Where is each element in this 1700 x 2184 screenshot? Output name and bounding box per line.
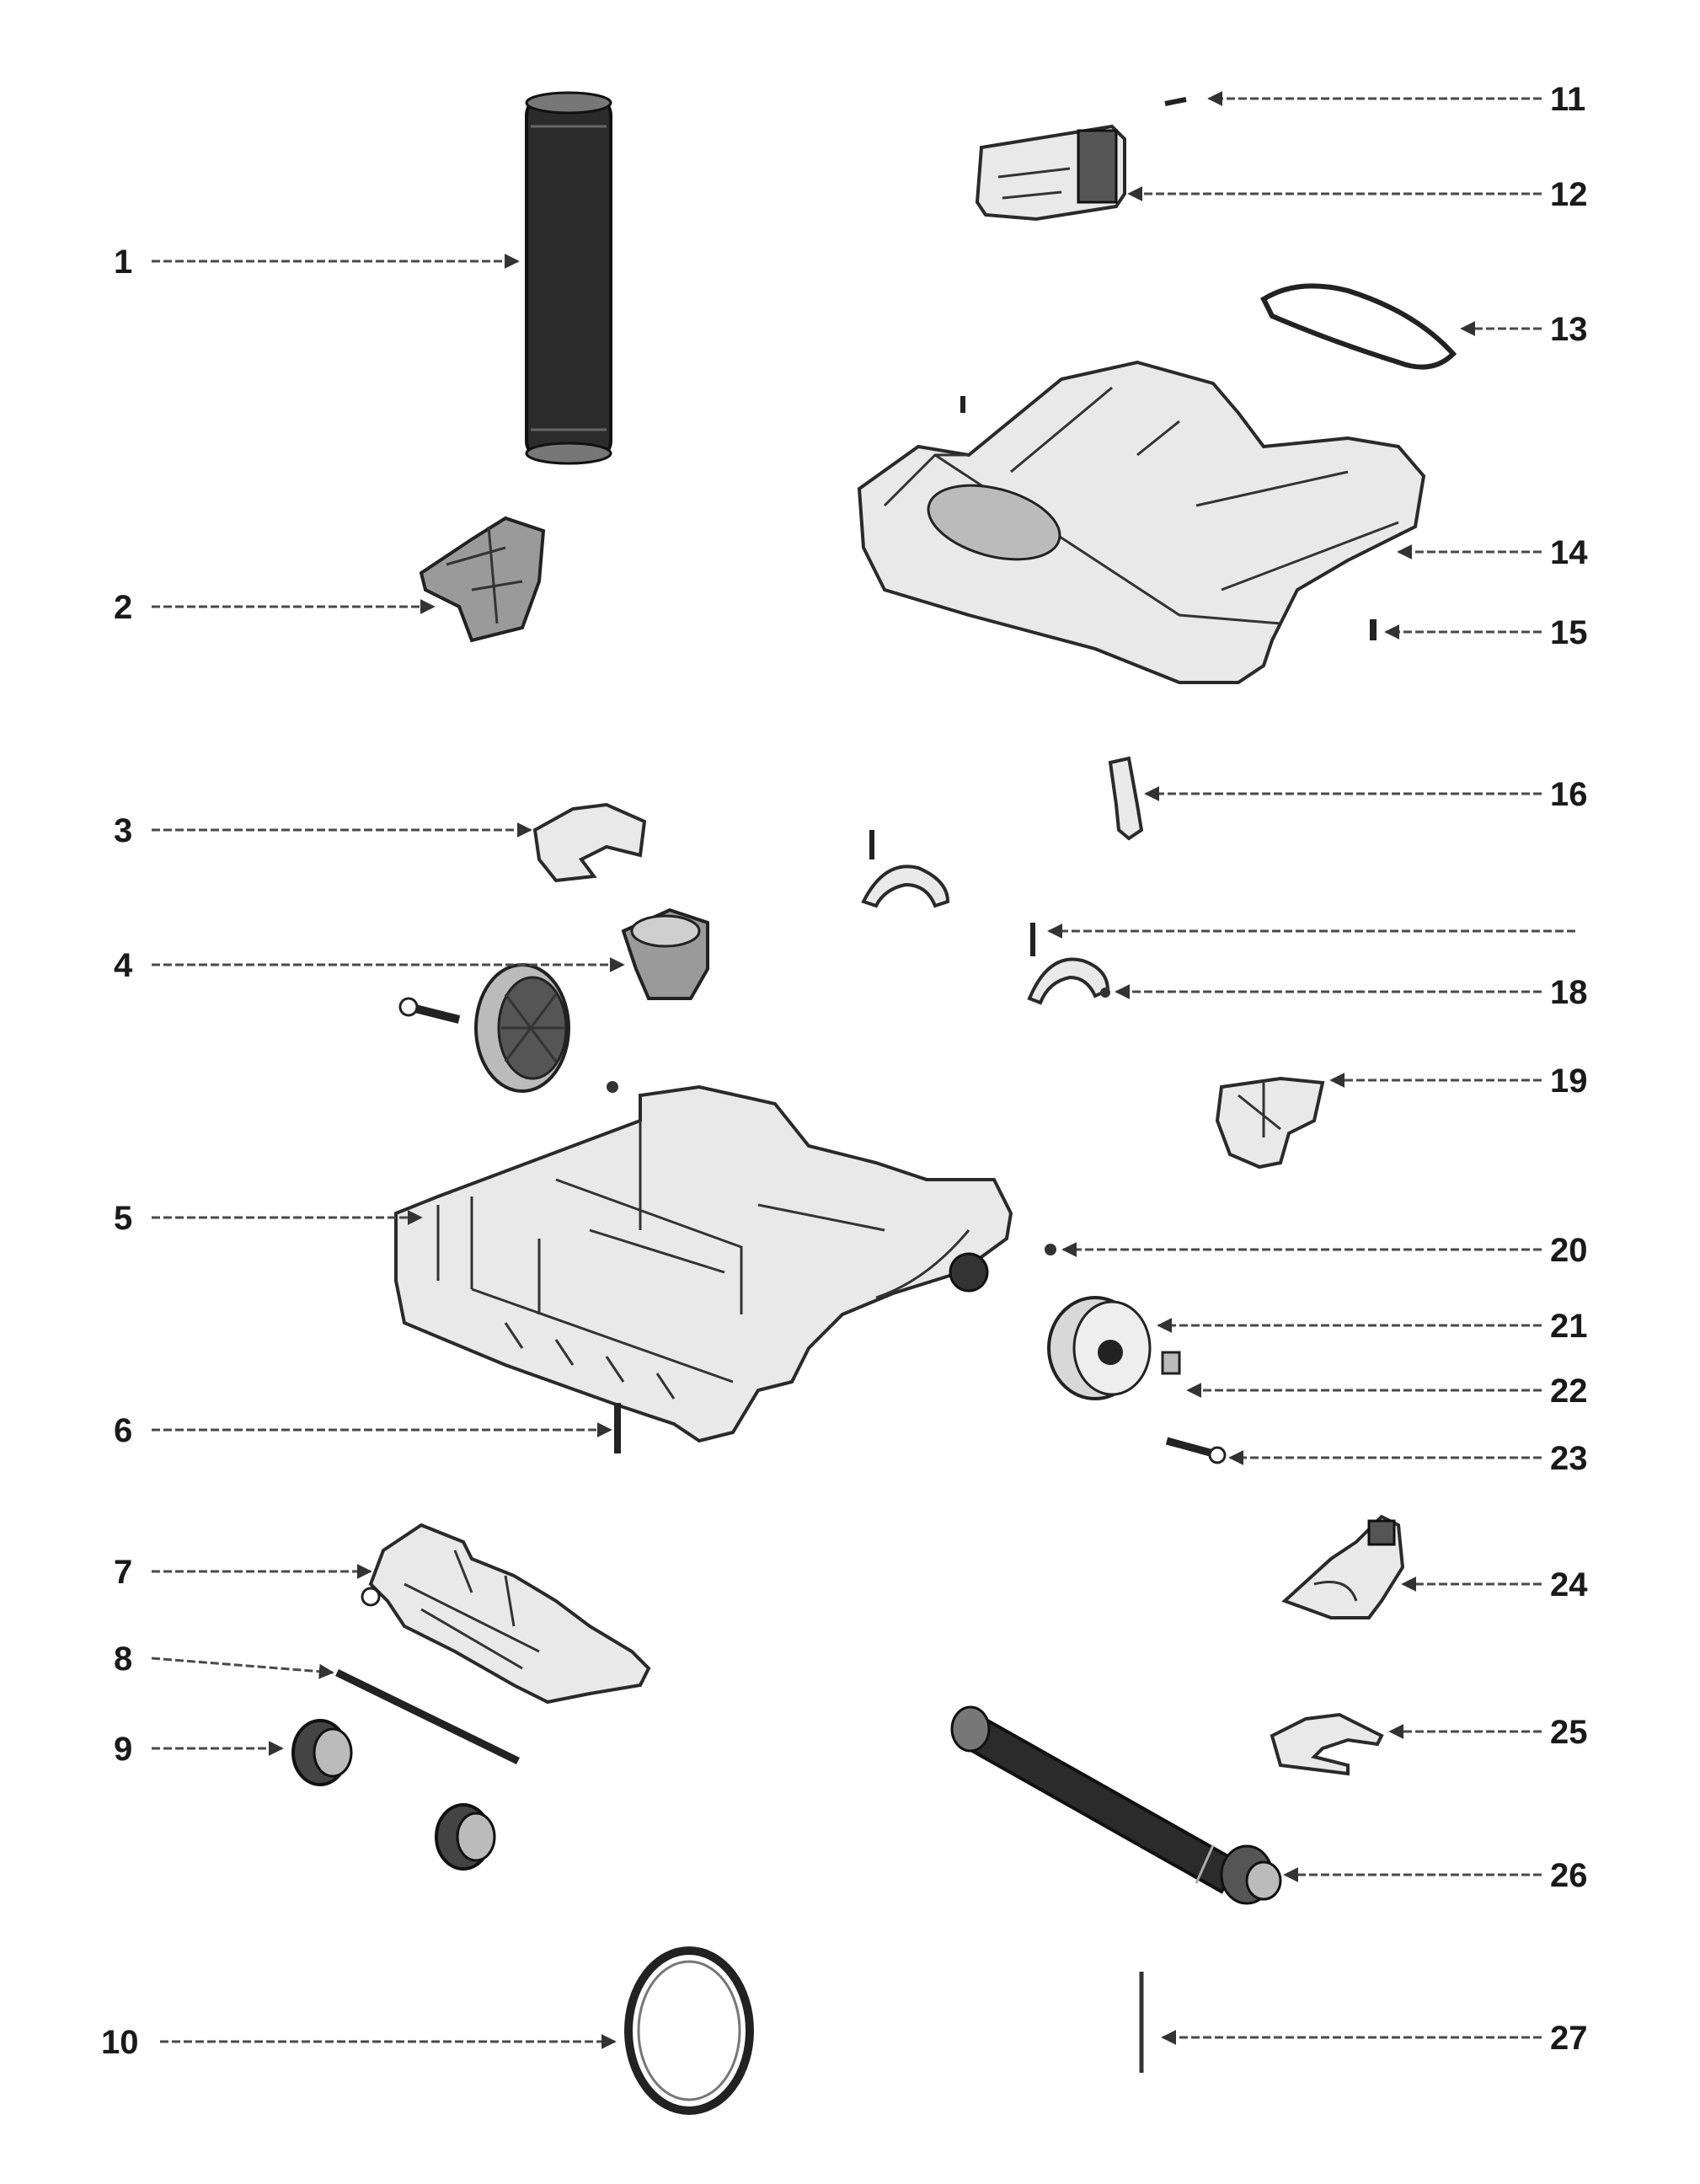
callout-16: 16 bbox=[1550, 776, 1588, 813]
part-14-hood bbox=[857, 360, 1426, 684]
callout-19: 19 bbox=[1550, 1063, 1588, 1100]
callout-7: 7 bbox=[114, 1554, 132, 1591]
part-24-lever bbox=[1281, 1514, 1405, 1619]
callout-9: 9 bbox=[114, 1731, 132, 1768]
callout-8: 8 bbox=[114, 1641, 132, 1678]
callout-numbers: 1 2 3 4 5 6 7 8 9 10 11 12 13 14 15 16 1… bbox=[101, 81, 1588, 2061]
part-1-hose bbox=[525, 91, 612, 465]
part-18-bracket bbox=[1027, 923, 1110, 1005]
part-13-gasket bbox=[1260, 283, 1457, 370]
callout-22: 22 bbox=[1550, 1373, 1588, 1410]
part-26-brushroll bbox=[950, 1705, 1282, 1905]
part-19-cover bbox=[1215, 1076, 1325, 1170]
part-3-clip bbox=[532, 802, 647, 883]
callout-27: 27 bbox=[1550, 2020, 1588, 2057]
leader-lines bbox=[151, 91, 1575, 2049]
part-5-base-housing bbox=[394, 1084, 1013, 1443]
part-12-switch-bracket bbox=[975, 124, 1126, 222]
callout-1: 1 bbox=[114, 244, 132, 281]
callout-15: 15 bbox=[1550, 614, 1588, 651]
callout-11: 11 bbox=[1550, 81, 1585, 118]
callout-12: 12 bbox=[1550, 176, 1588, 213]
part-25-clip bbox=[1270, 1712, 1384, 1776]
callout-13: 13 bbox=[1550, 311, 1588, 348]
callout-21: 21 bbox=[1550, 1308, 1588, 1345]
part-16-latch bbox=[1108, 756, 1144, 841]
callout-23: 23 bbox=[1550, 1440, 1588, 1477]
part-22-nut bbox=[1161, 1351, 1181, 1375]
part-10-belt bbox=[624, 1946, 754, 2115]
part-11-screw bbox=[1164, 97, 1187, 106]
bracket-upper bbox=[861, 830, 950, 908]
callout-3: 3 bbox=[114, 812, 132, 849]
callout-20: 20 bbox=[1550, 1232, 1588, 1269]
part-9-wheels bbox=[291, 1719, 496, 1871]
callout-26: 26 bbox=[1550, 1857, 1588, 1894]
part-7-nozzle-plate bbox=[361, 1523, 651, 1705]
part-8-axle-rod bbox=[335, 1668, 520, 1765]
callout-4: 4 bbox=[114, 947, 133, 984]
callout-25: 25 bbox=[1550, 1714, 1588, 1751]
callout-10: 10 bbox=[101, 2024, 139, 2061]
part-23-screw bbox=[1165, 1437, 1227, 1464]
part-2-hose-adapter bbox=[419, 516, 546, 643]
leader-8 bbox=[151, 1657, 334, 1679]
fan-wheel bbox=[398, 963, 618, 1093]
part-21-wheel bbox=[1047, 1296, 1152, 1400]
callout-5: 5 bbox=[114, 1200, 132, 1237]
callout-24: 24 bbox=[1550, 1566, 1588, 1603]
callout-2: 2 bbox=[114, 589, 132, 626]
callout-6: 6 bbox=[114, 1412, 132, 1449]
part-20-nut bbox=[1045, 1244, 1056, 1255]
callout-18: 18 bbox=[1550, 974, 1588, 1011]
part-4-motor-part bbox=[621, 907, 709, 1000]
callout-14: 14 bbox=[1550, 534, 1588, 571]
